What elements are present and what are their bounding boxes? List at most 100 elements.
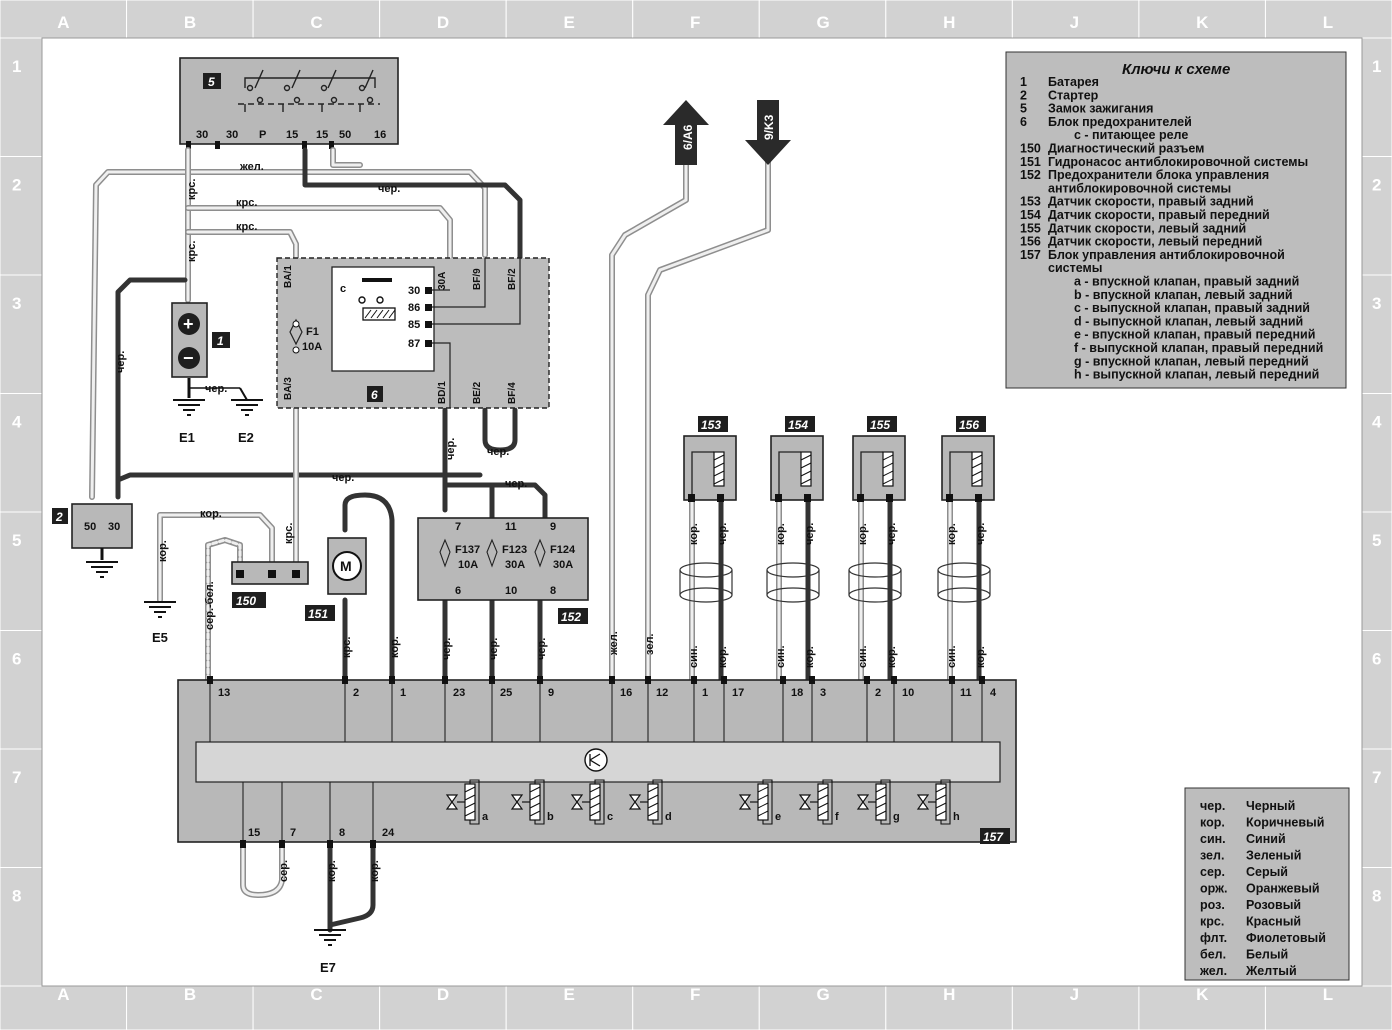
- svg-text:крс.: крс.: [236, 197, 257, 209]
- color-name: Синий: [1246, 832, 1286, 846]
- svg-text:BA/3: BA/3: [283, 377, 294, 400]
- frame-row-label: 6: [1372, 650, 1381, 669]
- svg-text:жел.: жел.: [239, 161, 264, 173]
- frame-row-right: [1361, 393, 1392, 513]
- svg-text:85: 85: [408, 319, 420, 331]
- legend-item-number: 1: [1020, 75, 1027, 89]
- svg-text:кор.: кор.: [857, 523, 869, 545]
- svg-text:16: 16: [374, 129, 386, 141]
- svg-text:30A: 30A: [553, 559, 573, 571]
- svg-text:6/A6: 6/A6: [681, 124, 695, 150]
- svg-text:E5: E5: [152, 630, 168, 645]
- svg-text:BF/2: BF/2: [507, 268, 518, 290]
- svg-text:чер.: чер.: [975, 523, 987, 545]
- valve-c: c: [570, 779, 613, 825]
- frame-row-label: 1: [12, 57, 21, 76]
- color-abbr: зел.: [1200, 849, 1224, 863]
- legend-item-number: 6: [1020, 115, 1027, 129]
- color-name: Розовый: [1246, 898, 1301, 912]
- ecu-pin-label: 3: [820, 687, 826, 699]
- ecu-pin-label: 23: [453, 687, 465, 699]
- svg-text:чер.: чер.: [445, 438, 457, 460]
- svg-text:чер.: чер.: [115, 351, 127, 373]
- pump: M 151: [305, 537, 367, 621]
- legend-item-number: 151: [1020, 155, 1041, 169]
- ecu-pin-label: 16: [620, 687, 632, 699]
- svg-text:a: a: [482, 811, 489, 823]
- color-name: Оранжевый: [1246, 882, 1320, 896]
- svg-text:10: 10: [505, 585, 517, 597]
- grounds: E1 E2 E5 E7: [86, 387, 346, 975]
- svg-text:d: d: [665, 811, 672, 823]
- frame-column-label: J: [1070, 985, 1079, 1004]
- svg-text:87: 87: [408, 338, 420, 350]
- ecu-pin-label: 18: [791, 687, 803, 699]
- color-name: Серый: [1246, 865, 1288, 879]
- legend-item-number: 157: [1020, 248, 1041, 262]
- svg-text:30: 30: [226, 129, 238, 141]
- legend-item-text: h - выпускной клапан, левый передний: [1074, 368, 1319, 382]
- ecu-pin: [207, 676, 213, 684]
- svg-text:30A: 30A: [437, 272, 448, 290]
- svg-text:10A: 10A: [458, 559, 478, 571]
- frame-row-label: 4: [12, 413, 22, 432]
- legend-item-number: 150: [1020, 142, 1041, 156]
- svg-text:крс.: крс.: [283, 523, 295, 544]
- frame-column-bottom: [505, 985, 634, 1030]
- legend-item-text: Батарея: [1048, 75, 1099, 89]
- legend-item-text: c - выпускной клапан, правый задний: [1074, 301, 1310, 315]
- frame-column-label: L: [1323, 13, 1333, 32]
- svg-text:7: 7: [290, 827, 296, 839]
- ecu-pin: [864, 676, 870, 684]
- ecu-pin: [609, 676, 615, 684]
- color-abbr: син.: [1200, 832, 1226, 846]
- svg-text:чер.: чер.: [536, 638, 548, 660]
- svg-text:жел.: жел.: [608, 631, 620, 656]
- ecu-pin-label: 25: [500, 687, 512, 699]
- frame-row-label: 2: [1372, 176, 1381, 195]
- valve-h: h: [916, 779, 960, 825]
- svg-text:чер.: чер.: [804, 523, 816, 545]
- frame-column-label: E: [563, 985, 574, 1004]
- svg-text:30: 30: [408, 285, 420, 297]
- svg-text:кор.: кор.: [200, 508, 222, 520]
- color-abbr: кор.: [1200, 816, 1225, 830]
- svg-text:30A: 30A: [505, 559, 525, 571]
- frame-column-top: [1011, 0, 1140, 39]
- svg-text:крс.: крс.: [236, 221, 257, 233]
- legend-item-text: Стартер: [1048, 88, 1099, 102]
- svg-text:−: −: [183, 348, 194, 368]
- legend-item-text: системы: [1048, 261, 1102, 275]
- color-name: Черный: [1246, 799, 1295, 813]
- svg-text:30: 30: [108, 521, 120, 533]
- svg-text:6: 6: [455, 585, 461, 597]
- frame-column-label: A: [57, 13, 69, 32]
- legend-item-text: Датчик скорости, левый передний: [1048, 235, 1262, 249]
- svg-text:P: P: [259, 129, 266, 141]
- svg-text:F1: F1: [306, 326, 319, 338]
- frame-row-left: [0, 156, 43, 276]
- svg-text:24: 24: [382, 827, 395, 839]
- ecu-pin-label: 11: [960, 687, 972, 699]
- frame-row-left: [0, 274, 43, 394]
- svg-text:зел.: зел.: [644, 634, 656, 655]
- svg-text:E2: E2: [238, 430, 254, 445]
- frame-row-label: 5: [1372, 531, 1381, 550]
- legend-item-text: Датчик скорости, правый передний: [1048, 208, 1270, 222]
- svg-text:сер.: сер.: [278, 860, 290, 882]
- svg-text:BF/9: BF/9: [472, 268, 483, 290]
- frame-row-left: [0, 867, 43, 987]
- legend-item-text: f - выпускной клапан, правый передний: [1074, 341, 1323, 355]
- svg-text:син.: син.: [775, 645, 787, 668]
- svg-text:крс.: крс.: [186, 179, 198, 200]
- frame-row-right: [1361, 274, 1392, 394]
- frame-row-label: 5: [12, 531, 21, 550]
- svg-text:150: 150: [236, 594, 256, 608]
- frame-column-bottom: [1011, 985, 1140, 1030]
- starter: 2 50 30: [52, 503, 133, 560]
- svg-text:9: 9: [550, 521, 556, 533]
- svg-text:157: 157: [983, 830, 1004, 844]
- connector-to-a6: 6/A6: [663, 100, 709, 165]
